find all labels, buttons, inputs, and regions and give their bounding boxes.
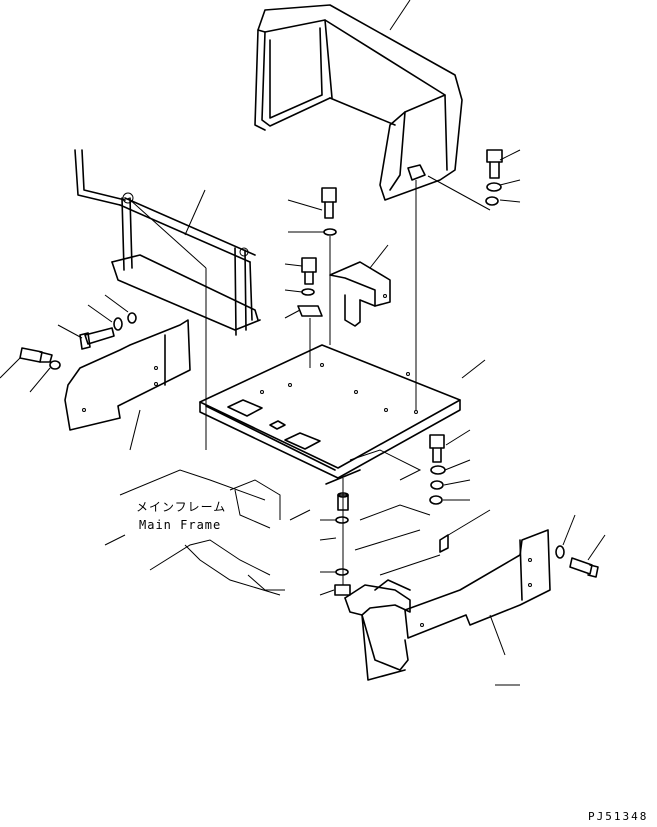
- main-frame-label-en: Main Frame: [139, 518, 222, 532]
- lower-mount-bracket: [344, 579, 520, 686]
- main-frame-outline: [104, 449, 491, 596]
- right-side-cover: [404, 529, 551, 656]
- seat-base-plate: [199, 344, 486, 479]
- assembly-leader-lines: [127, 180, 417, 450]
- center-bolt-upper: [287, 187, 337, 236]
- seat-guard-frame: [254, 0, 463, 201]
- center-bolt-lower: [284, 257, 323, 319]
- bolt-right-top: [427, 149, 521, 211]
- spacer-stack: [319, 478, 351, 596]
- main-frame-label-jp: メインフレーム: [136, 500, 227, 514]
- bolt-right-lower: [429, 429, 471, 505]
- left-side-cover: [64, 319, 191, 451]
- drawing-code: PJ51348: [588, 810, 649, 823]
- bolt-left-upper: [57, 294, 137, 350]
- mid-strap: [325, 469, 449, 553]
- bolt-right-outer: [555, 514, 606, 578]
- bolt-left-lower: [0, 347, 61, 393]
- left-rail-bracket: [74, 149, 261, 336]
- small-bracket: [329, 244, 391, 327]
